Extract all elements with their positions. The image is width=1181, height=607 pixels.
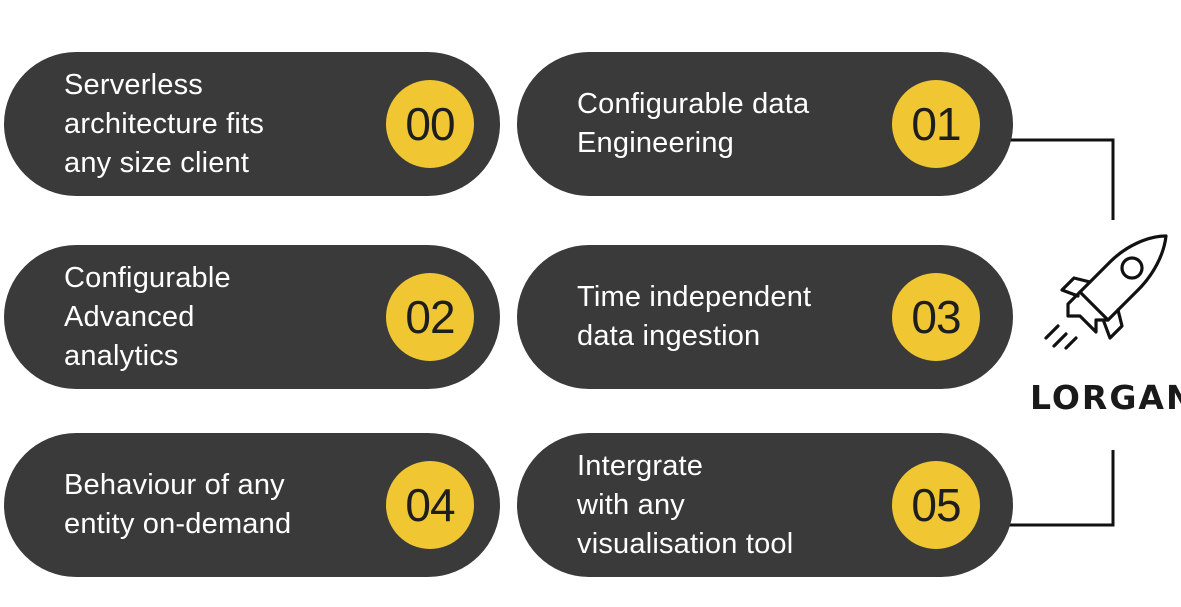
card-04: Behaviour of any entity on-demand 04 (4, 433, 500, 577)
card-01-line-1: Configurable data (577, 88, 810, 120)
card-05-text: Intergrate with any visualisation tool (577, 433, 897, 577)
card-05-line-3: visualisation tool (577, 527, 794, 560)
card-01-line-2: Engineering (577, 127, 734, 159)
card-01: Configurable data Engineering 01 (517, 52, 1013, 196)
card-02-text: Configurable Advanced analytics (64, 245, 384, 389)
card-04-line-2: entity on-demand (64, 508, 292, 540)
card-00-line-1: Serverless (64, 68, 203, 101)
connector-bottom (1002, 450, 1115, 527)
card-05: Intergrate with any visualisation tool 0… (517, 433, 1013, 577)
card-01-number-badge: 01 (892, 80, 980, 168)
card-01-text: Configurable data Engineering (577, 52, 897, 196)
card-05-line-2: with any (577, 488, 685, 521)
card-02-line-1: Configurable (64, 261, 231, 294)
card-03: Time independent data ingestion 03 (517, 245, 1013, 389)
card-00-number-badge: 00 (386, 80, 474, 168)
card-05-line-1: Intergrate (577, 449, 704, 482)
brand-name: LORGAN (1030, 378, 1181, 417)
card-00-line-3: any size client (64, 146, 250, 179)
card-04-text: Behaviour of any entity on-demand (64, 433, 384, 577)
card-03-line-1: Time independent (577, 281, 812, 313)
card-03-line-2: data ingestion (577, 320, 761, 352)
card-02-line-2: Advanced (64, 300, 195, 333)
card-03-text: Time independent data ingestion (577, 245, 897, 389)
connector-top (1002, 138, 1115, 220)
card-04-number-badge: 04 (386, 461, 474, 549)
card-02: Configurable Advanced analytics 02 (4, 245, 500, 389)
card-04-line-1: Behaviour of any (64, 469, 285, 501)
rocket-icon (1044, 234, 1168, 350)
card-03-number-badge: 03 (892, 273, 980, 361)
card-02-line-3: analytics (64, 339, 179, 372)
card-00-line-2: architecture fits (64, 107, 265, 140)
card-00: Serverless architecture fits any size cl… (4, 52, 500, 196)
card-00-text: Serverless architecture fits any size cl… (64, 52, 384, 196)
card-02-number-badge: 02 (386, 273, 474, 361)
card-05-number-badge: 05 (892, 461, 980, 549)
